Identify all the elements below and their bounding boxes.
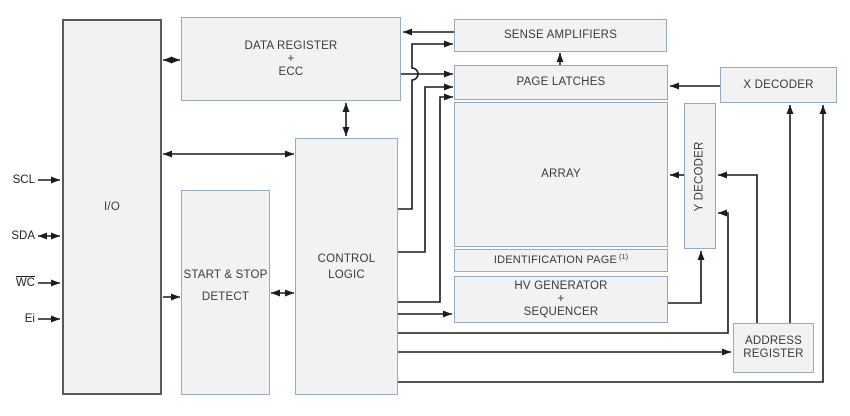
block-hv-generator-line2: +: [557, 293, 565, 305]
block-control-logic-line2: LOGIC: [328, 268, 365, 281]
connector-control-logic-page-latches-2: [398, 93, 453, 303]
block-io-label: I/O: [104, 200, 120, 213]
block-address-register: ADDRESS REGISTER: [733, 323, 814, 373]
connector-hv-generator-y-decoder: [668, 251, 705, 304]
pin-scl-text: SCL: [12, 174, 35, 186]
block-start-stop-detect: START & STOP DETECT: [181, 190, 270, 395]
block-hv-generator-line3: SEQUENCER: [523, 306, 599, 318]
block-address-register-line2: REGISTER: [743, 348, 804, 360]
block-sense-amplifiers: SENSE AMPLIFIERS: [454, 19, 667, 52]
block-y-decoder: Y DECODER: [684, 103, 716, 249]
pin-label-ei: Ei: [0, 312, 35, 326]
block-data-register-line3: ECC: [278, 65, 304, 78]
block-data-register-ecc: DATA REGISTER + ECC: [181, 17, 401, 101]
block-io: I/O: [62, 19, 162, 395]
connector-control-logic-x-decoder: [398, 105, 827, 383]
pin-sda-text: SDA: [11, 230, 35, 242]
pin-ei-text: Ei: [24, 313, 35, 325]
block-y-decoder-label: Y DECODER: [693, 141, 706, 211]
block-hv-generator-sequencer: HV GENERATOR + SEQUENCER: [454, 276, 668, 323]
block-address-register-line1: ADDRESS: [745, 335, 802, 347]
identification-page-footnote: (1): [619, 252, 629, 261]
block-x-decoder-label: X DECODER: [743, 78, 814, 91]
connector-address-register-y-decoder: [718, 171, 758, 323]
block-control-logic: CONTROL LOGIC: [295, 138, 398, 395]
block-page-latches-label: PAGE LATCHES: [516, 76, 606, 88]
block-start-stop-line1: START & STOP: [183, 268, 268, 281]
block-sense-amplifiers-label: SENSE AMPLIFIERS: [503, 29, 618, 41]
block-control-logic-line1: CONTROL: [317, 252, 376, 265]
block-x-decoder: X DECODER: [720, 67, 837, 103]
block-identification-page: IDENTIFICATION PAGE (1): [454, 249, 668, 272]
pin-label-scl: SCL: [0, 173, 35, 187]
block-data-register-line1: DATA REGISTER: [244, 39, 338, 52]
block-data-register-line2: +: [287, 52, 295, 65]
block-page-latches: PAGE LATCHES: [454, 65, 668, 100]
connector-control-logic-y-decoder: [398, 209, 729, 334]
block-start-stop-line2: DETECT: [201, 290, 250, 303]
pin-wc-text: WC: [15, 277, 35, 289]
block-array-label: ARRAY: [541, 168, 581, 180]
pin-label-sda: SDA: [0, 229, 35, 243]
connector-control-logic-page-latches-1: [398, 83, 453, 253]
block-hv-generator-line1: HV GENERATOR: [514, 280, 608, 292]
block-identification-page-label: IDENTIFICATION PAGE: [493, 254, 617, 266]
block-array: ARRAY: [454, 102, 668, 247]
pin-label-wc: WC: [0, 276, 35, 290]
